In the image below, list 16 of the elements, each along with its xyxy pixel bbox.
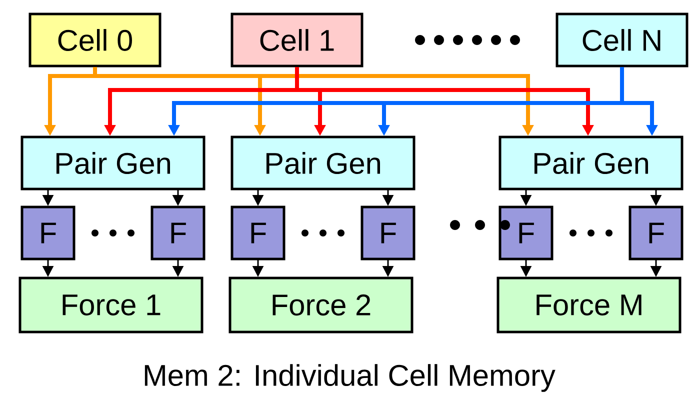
f-box: F: [20, 206, 76, 260]
force-box: Force M: [496, 276, 682, 334]
caption: Mem 2: Individual Cell Memory: [144, 364, 556, 392]
cell-box: Cell 1: [230, 12, 364, 68]
force-box: Force 2: [228, 276, 414, 334]
f-box: F: [360, 206, 416, 260]
force-box: Force 1: [18, 276, 204, 334]
cell-box: Cell 0: [28, 12, 162, 68]
f-box: F: [230, 206, 286, 260]
pair-gen-box: Pair Gen: [498, 136, 684, 190]
pair-gen-box: Pair Gen: [230, 136, 416, 190]
cell-box: Cell N: [556, 12, 688, 68]
f-box: F: [628, 206, 684, 260]
pair-gen-box: Pair Gen: [20, 136, 206, 190]
f-box: F: [150, 206, 206, 260]
f-box: F: [498, 206, 554, 260]
